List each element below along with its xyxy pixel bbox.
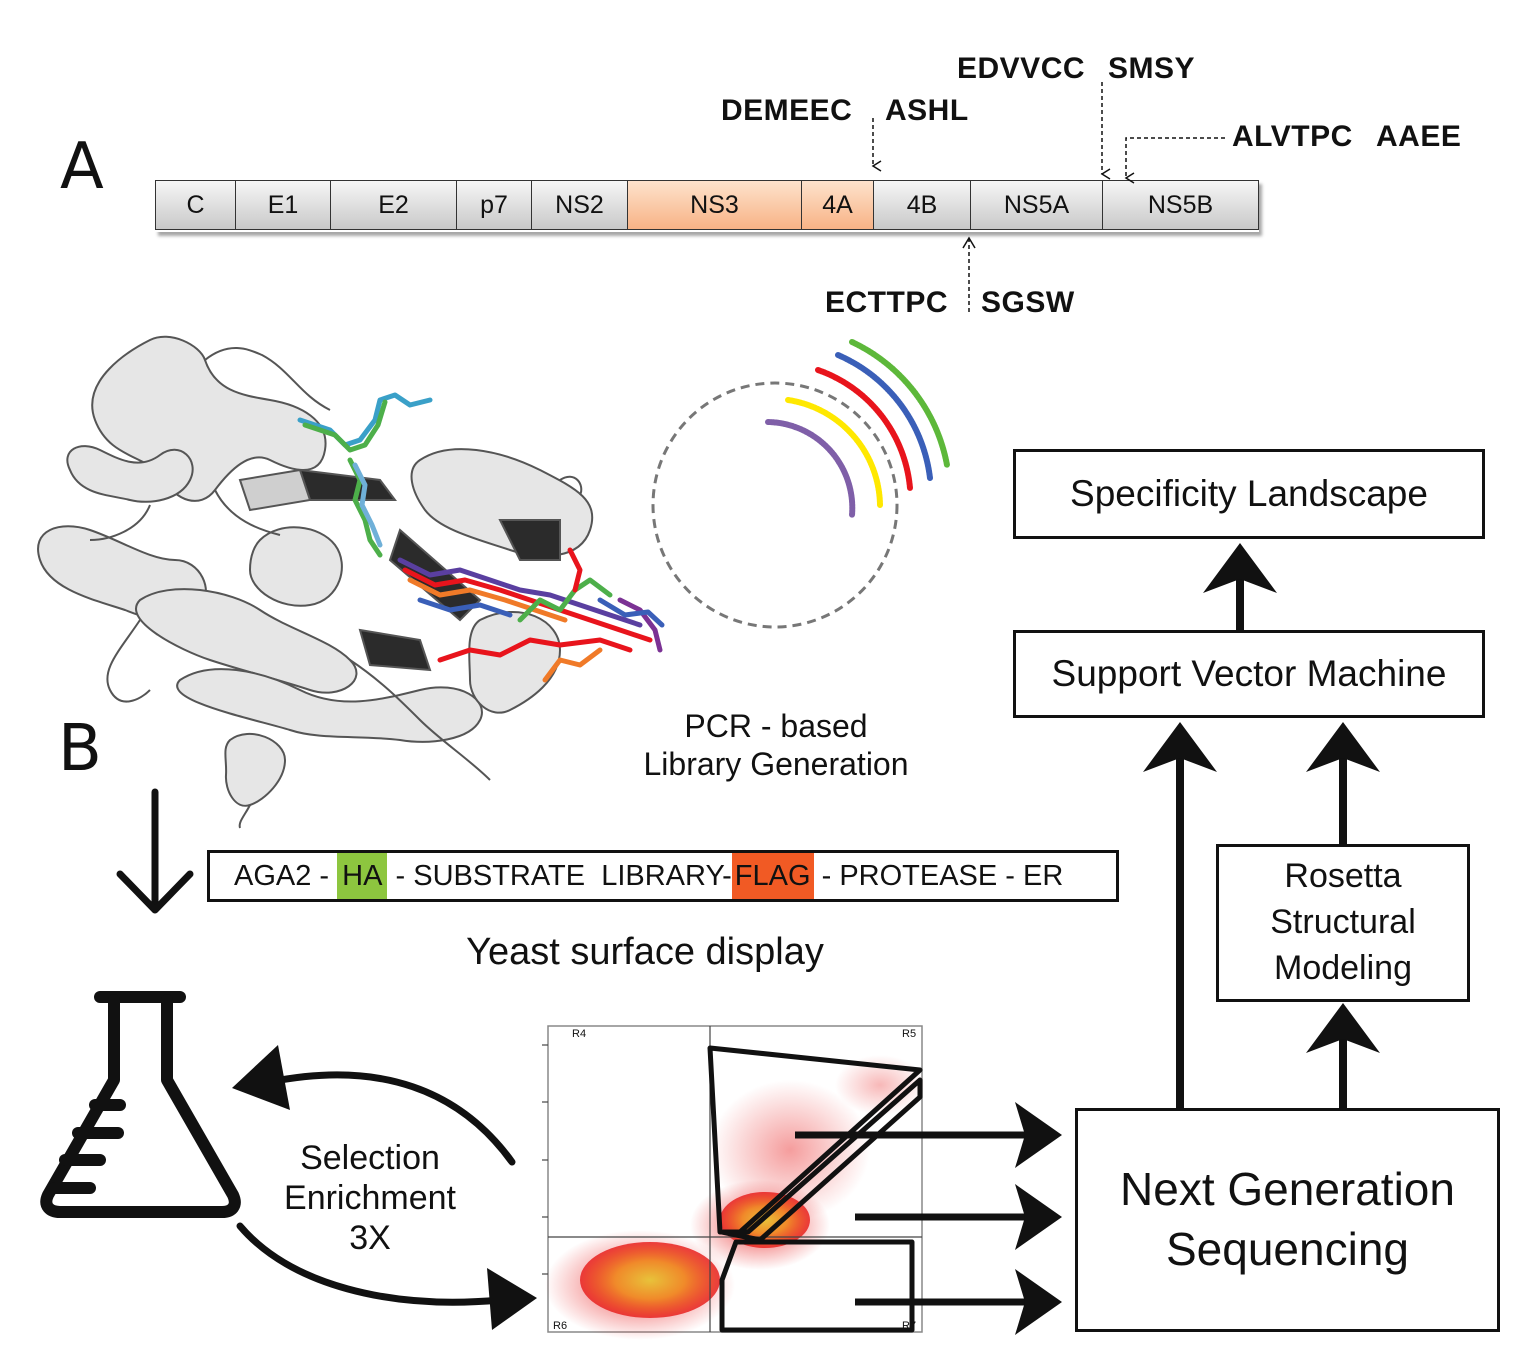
rosetta-line3: Modeling — [1274, 948, 1412, 987]
specificity-landscape-box: Specificity Landscape — [1013, 449, 1485, 539]
cleavage-site-ns5a-right: SMSY — [1108, 52, 1196, 85]
pcr-library-label: PCR - based Library Generation — [596, 708, 956, 784]
segment-c: C — [155, 180, 235, 230]
pipeline-arrows — [1143, 543, 1380, 1108]
construct-substrate-library: - SUBSTRATE LIBRARY- — [387, 859, 732, 892]
gate-label-r6: R6 — [553, 1320, 568, 1332]
gate-label-r4: R4 — [572, 1028, 587, 1040]
segment-ns2: NS2 — [531, 180, 627, 230]
construct-flag-tag: FLAG — [731, 853, 814, 899]
library-arcs — [765, 339, 950, 518]
rosetta-box: Rosetta Structural Modeling — [1216, 844, 1470, 1002]
loop-arrowhead-top — [232, 1045, 290, 1110]
selection-loop-arrows — [236, 1071, 516, 1306]
panel-label-a: A — [60, 130, 104, 204]
pcr-label-line1: PCR - based — [684, 708, 868, 744]
selection-line2: Enrichment — [284, 1179, 456, 1218]
cleavage-site-4a-left: DEMEEC — [721, 94, 853, 127]
segment-e1: E1 — [235, 180, 330, 230]
plasmid-circle — [651, 381, 899, 629]
cleavage-site-4a-right: ASHL — [885, 94, 969, 127]
cleavage-site-4b-left: ECTTPC — [825, 286, 948, 319]
panel-label-b: B — [58, 712, 102, 786]
gate-label-r7: R7 — [902, 1320, 917, 1332]
selection-line1: Selection — [300, 1139, 440, 1177]
construct-aga2: AGA2 - — [234, 859, 338, 892]
segment-ns5a: NS5A — [970, 180, 1102, 230]
segment-4b: 4B — [873, 180, 970, 230]
loop-arrowhead-bottom — [487, 1268, 537, 1330]
cleavage-pointers — [871, 82, 1225, 312]
facs-plot — [542, 1025, 925, 1340]
svm-box: Support Vector Machine — [1013, 630, 1485, 718]
segment-ns5b: NS5B — [1102, 180, 1259, 230]
ngs-box: Next Generation Sequencing — [1075, 1108, 1500, 1332]
segment-4a: 4A — [801, 180, 873, 230]
rosetta-line1: Rosetta — [1284, 857, 1402, 896]
gate-label-r5: R5 — [902, 1028, 917, 1040]
down-arrow — [116, 788, 194, 914]
segment-ns3: NS3 — [627, 180, 801, 230]
cleavage-site-4b-right: SGSW — [981, 286, 1075, 319]
specificity-landscape-label: Specificity Landscape — [1070, 473, 1428, 514]
segment-p7: p7 — [456, 180, 531, 230]
display-construct: AGA2 - HA - SUBSTRATE LIBRARY- FLAG - PR… — [207, 850, 1119, 902]
yeast-display-label: Yeast surface display — [466, 931, 824, 973]
cleavage-site-ns5b-right: AAEE — [1376, 120, 1462, 153]
construct-protease-er: - PROTEASE - ER — [813, 859, 1064, 892]
selection-line3: 3X — [349, 1219, 391, 1258]
substrate-sticks — [297, 392, 665, 683]
cleavage-site-ns5b-left: ALVTPC — [1232, 120, 1353, 153]
segment-e2: E2 — [330, 180, 456, 230]
genome-polyprotein: C E1 E2 p7 NS2 NS3 4A 4B NS5A NS5B — [155, 180, 1259, 232]
facs-to-ngs-arrows — [795, 1102, 1062, 1335]
protease-structure — [37, 335, 593, 807]
ngs-line2: Sequencing — [1166, 1223, 1409, 1275]
selection-label: Selection Enrichment 3X — [255, 1138, 485, 1258]
pcr-label-line2: Library Generation — [643, 745, 909, 782]
ngs-line1: Next Generation — [1120, 1163, 1455, 1216]
cleavage-site-ns5a-left: EDVVCC — [957, 52, 1086, 85]
svm-label: Support Vector Machine — [1051, 653, 1447, 694]
rosetta-line2: Structural — [1270, 903, 1416, 942]
flask-icon — [40, 991, 241, 1218]
protease-structure-loops — [89, 347, 583, 829]
construct-ha-tag: HA — [337, 853, 388, 899]
